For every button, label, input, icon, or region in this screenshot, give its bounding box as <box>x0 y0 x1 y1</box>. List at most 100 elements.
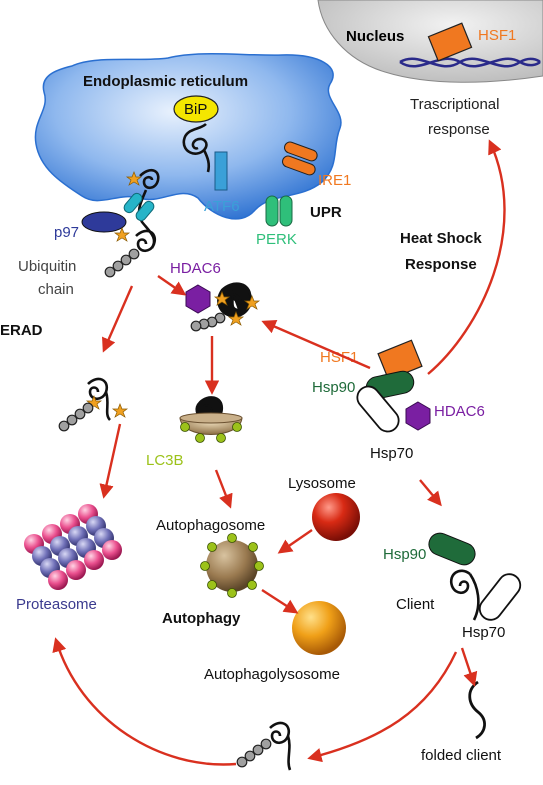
proteasome-subunit <box>66 560 86 580</box>
transcriptional-response-line1: Trascriptional <box>410 96 499 113</box>
lc3b-phagophore <box>179 396 243 443</box>
arrow-client-to-released <box>307 651 458 763</box>
proteasome-subunit <box>48 570 68 590</box>
ubiquitin-chain-label-line1: Ubiquitin <box>18 258 76 275</box>
channel-subunit-1 <box>123 192 143 214</box>
protein-aggregate <box>217 282 253 318</box>
proteasome-subunit <box>84 550 104 570</box>
released-protein-coil <box>269 721 291 745</box>
hsf1-nucleus-shape <box>427 22 473 62</box>
erad-client-coil <box>139 168 160 190</box>
autophagy-label: Autophagy <box>162 610 241 627</box>
perk-protein <box>265 195 293 227</box>
arrow-erad-to-substrate <box>102 285 134 353</box>
arrow-released-to-proteasome <box>52 637 237 766</box>
aggregate-star-3 <box>227 311 245 326</box>
ubiquitin-star-2 <box>113 227 131 242</box>
lc3b-dot <box>195 433 205 443</box>
proteasome-shape <box>24 504 122 590</box>
substrate-star-2 <box>111 403 129 418</box>
ubiquitin-star <box>125 171 143 186</box>
aggregate-ubiquitin-chain <box>190 312 226 332</box>
hdac6-aggregate-complex <box>185 282 261 332</box>
perk-shape-1 <box>265 195 279 227</box>
atf6-shape <box>214 151 228 191</box>
hsp70-client-label: Hsp70 <box>462 624 505 641</box>
proteasome-subunit <box>102 540 122 560</box>
lc3b-dot <box>247 580 257 590</box>
perk-shape-2 <box>279 195 293 227</box>
hdac6-aggregate-hexagon <box>185 284 211 314</box>
arrow-client-to-folded <box>460 647 478 687</box>
released-protein-tail <box>286 735 292 771</box>
lysosome-label: Lysosome <box>288 475 356 492</box>
ubiquitinated-client-coil <box>135 229 157 253</box>
lc3b-label: LC3B <box>146 452 184 469</box>
ubiquitinated-substrate <box>58 377 129 432</box>
hsp90-complex-label: Hsp90 <box>312 379 355 396</box>
bip-label: BiP <box>184 101 207 118</box>
substrate-coil <box>87 377 109 401</box>
client-protein-coil <box>449 569 471 595</box>
lc3b-dot <box>216 433 226 443</box>
lc3b-dot <box>232 422 242 432</box>
lc3b-dot <box>207 542 217 552</box>
hdac6-complex-hexagon <box>405 401 431 431</box>
arrow-lysosome-to-autophagosome <box>277 529 313 554</box>
autophagosome-label: Autophagosome <box>156 517 265 534</box>
bip-client-tail <box>202 149 211 173</box>
arrow-complex-to-hdac6 <box>261 319 371 370</box>
er-label: Endoplasmic reticulum <box>83 73 248 90</box>
ire1-protein <box>282 141 318 176</box>
ire1-shape-1 <box>284 141 318 162</box>
hsp90-client-shape <box>428 532 476 566</box>
ire1-shape-2 <box>282 155 316 176</box>
heat-shock-response-line1: Heat Shock <box>400 230 482 247</box>
autophagolysosome-shape <box>292 601 346 655</box>
erad-complex <box>81 168 160 278</box>
folded-client-shape <box>468 680 486 740</box>
p97-shape <box>81 211 127 233</box>
hdac6-aggregate-label: HDAC6 <box>170 260 221 277</box>
hsp70-complex-shape <box>356 385 400 433</box>
substrate-tail <box>104 391 112 421</box>
erad-label: ERAD <box>0 322 43 339</box>
hsf1-complex-label: HSF1 <box>320 349 358 366</box>
arrow-ubiquitin-to-hdac6 <box>157 275 187 296</box>
hdac6-complex-label: HDAC6 <box>434 403 485 420</box>
lc3b-dot <box>180 422 190 432</box>
lc3b-dot <box>227 533 237 543</box>
heat-shock-response-line2: Response <box>405 256 477 273</box>
bip-protein: BiP <box>173 95 219 173</box>
hsf1-nucleus-label: HSF1 <box>478 27 516 44</box>
proteasome-label: Proteasome <box>16 596 97 613</box>
client-label: Client <box>396 596 435 613</box>
hsp70-client-shape <box>478 573 522 621</box>
released-ubiquitin-chain <box>236 738 272 768</box>
channel-subunit-2 <box>135 200 155 222</box>
endoplasmic-reticulum: Endoplasmic reticulum <box>34 53 342 220</box>
autophagosome-shape <box>200 533 264 598</box>
folded-client-label: folded client <box>421 747 502 764</box>
arrow-autophagosome-to-autophagolysosome <box>261 588 299 614</box>
arrow-complex-to-client <box>419 479 442 507</box>
client-protein-tail <box>468 573 480 621</box>
dna-helix-strand-2 <box>399 57 541 68</box>
nucleus-label: Nucleus <box>346 28 404 45</box>
ire1-label: IRE1 <box>318 172 351 189</box>
lc3b-dot <box>227 588 237 598</box>
ubiquitin-chain-label-line2: chain <box>38 281 74 298</box>
arrow-hsf1-to-nucleus <box>427 139 506 375</box>
released-misfolded-protein <box>236 721 292 771</box>
upr-label: UPR <box>310 204 342 221</box>
autophagolysosome-label: Autophagolysosome <box>204 666 340 683</box>
perk-label: PERK <box>256 231 297 248</box>
hsp90-client-label: Hsp90 <box>383 546 426 563</box>
hsp70-complex-label: Hsp70 <box>370 445 413 462</box>
aggregate-star-2 <box>243 295 261 310</box>
lc3b-dot <box>200 561 210 571</box>
arrow-lc3b-to-autophagosome <box>214 469 233 509</box>
hsp90-client-complex <box>428 532 522 621</box>
aggregate-star-1 <box>213 291 231 306</box>
pathway-arrows <box>52 139 506 766</box>
